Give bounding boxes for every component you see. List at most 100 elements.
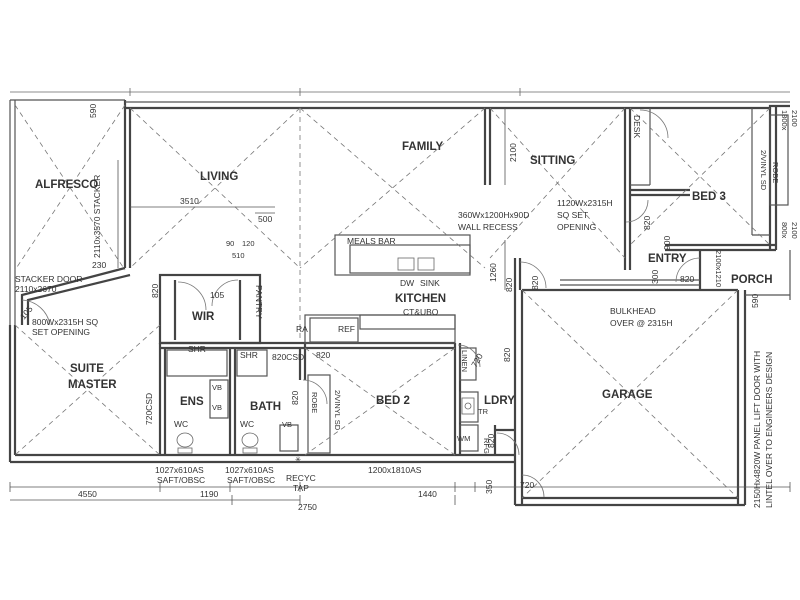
dim-820-kitchen-1: 820 (504, 278, 514, 292)
dim-820-bath: 820 (290, 391, 300, 405)
label-ref: REF (338, 324, 355, 334)
label-shower-ens: SHR (188, 344, 206, 354)
note-sq-opening-3: OPENING (557, 222, 596, 232)
dim-820-bed3: 820 (642, 216, 652, 230)
note-window-bed2: 1200x1810AS (368, 465, 422, 475)
room-suite: SUITE (70, 363, 104, 375)
dim-820-entry: 820 (530, 276, 540, 290)
note-window-bath-2: SAFT/OBSC (227, 475, 275, 485)
dim-500: 500 (258, 214, 272, 224)
dim-2100: 2100 (508, 143, 518, 162)
label-robe-bed3: ROBE (771, 162, 780, 183)
room-diagonals (14, 104, 771, 499)
label-vanity-1: VB (212, 383, 222, 392)
note-top-right-2: 2100 (790, 110, 799, 127)
dim-720-ldry: 720 (469, 351, 485, 369)
dim-3510: 3510 (180, 196, 199, 206)
label-wm: WM (457, 434, 470, 443)
dimension-labels: 590 2100 3510 500 230 105 105 820 90 120… (18, 104, 760, 512)
note-820csd: 820CSD (272, 352, 304, 362)
room-master: MASTER (68, 379, 117, 391)
note-wall-right-1: 800x (780, 222, 789, 239)
svg-text:✳: ✳ (295, 455, 302, 464)
note-top-right-1: 1800x (780, 110, 789, 131)
label-linen: LINEN (460, 350, 469, 372)
room-sitting: SITTING (530, 155, 575, 167)
room-porch: PORCH (731, 274, 773, 286)
label-wc-ens: WC (174, 419, 188, 429)
note-garage-door-1: 2150Hx4820W PANEL LIFT DOOR WITH (752, 351, 762, 508)
dim-350: 350 (484, 480, 494, 494)
note-sq-opening-2: SQ SET (557, 210, 588, 220)
plan-notes: 2110x3570 STACKER STACKER DOOR 2110x2670… (15, 110, 799, 508)
room-wir: WIR (192, 311, 215, 323)
room-family: FAMILY (402, 141, 443, 153)
room-kitchen: KITCHEN (395, 293, 446, 305)
dim-90: 90 (226, 239, 234, 248)
note-window-ens-1: 1027x610AS (155, 465, 204, 475)
note-sq-opening-1: 1120Wx2315H (557, 198, 613, 208)
dim-510: 510 (232, 251, 245, 260)
dim-820-bed2: 820 (486, 434, 496, 448)
label-tr: TR (478, 407, 489, 416)
dim-105b: 105 (210, 290, 224, 300)
room-bed3: BED 3 (692, 191, 726, 203)
label-ra: RA (296, 324, 308, 334)
dim-720-garage: 720 (520, 480, 534, 490)
dim-590: 590 (88, 104, 98, 118)
note-recyc-2: TAP (293, 483, 309, 493)
room-ens: ENS (180, 396, 204, 408)
room-pantry: PANTRY (254, 285, 264, 319)
note-recyc-1: RECYC (286, 473, 316, 483)
dim-1440: 1440 (418, 489, 437, 499)
note-stacker-door: STACKER DOOR (15, 274, 82, 284)
dimension-lines: ✳ (9, 108, 791, 505)
note-wall-right-2: 2100 (790, 222, 799, 239)
label-vanity-2: VB (212, 403, 222, 412)
room-entry: ENTRY (648, 253, 687, 265)
room-ldry: LDRY (484, 395, 515, 407)
room-bed2: BED 2 (376, 395, 410, 407)
label-vanity-3: VB (282, 420, 292, 429)
note-stacker-door-size: 2110x2670 (15, 284, 57, 294)
room-bath: BATH (250, 401, 281, 413)
note-window-bath-1: 1027x610AS (225, 465, 274, 475)
room-garage: GARAGE (602, 389, 653, 401)
dim-590-porch: 590 (750, 294, 760, 308)
label-rfg: RFG (482, 438, 491, 454)
room-living: LIVING (200, 171, 238, 183)
note-bulkhead-2: OVER @ 2315H (610, 318, 673, 328)
label-wc-bath: WC (240, 419, 254, 429)
dim-1190: 1190 (200, 489, 219, 499)
label-vinyl-bed3: 2/VINYL SD (759, 150, 768, 191)
label-meals-bar: MEALS BAR (347, 236, 396, 246)
room-labels: ALFRESCO LIVING FAMILY SITTING BED 3 ENT… (35, 115, 773, 413)
note-wall-recess-2: WALL RECESS (458, 222, 518, 232)
dim-2750: 2750 (298, 502, 317, 512)
label-shower-bath: SHR (240, 350, 258, 360)
note-720csd: 720CSD (144, 393, 154, 425)
note-garage-door-2: LINTEL OVER TO ENGINEERS DESIGN (764, 352, 774, 508)
dim-900: 900 (662, 236, 672, 250)
dim-820-ldry: 820 (502, 348, 512, 362)
note-set-opening-1: 800Wx2315H SQ (32, 317, 99, 327)
dim-820-kitchen-2: 820 (316, 350, 330, 360)
label-robe-bed2: ROBE (310, 392, 319, 413)
dim-820-wir: 820 (150, 284, 160, 298)
internal-walls (158, 108, 789, 455)
dim-820-entry-2: 820 (680, 274, 694, 284)
dim-120: 120 (242, 239, 255, 248)
dim-300: 300 (650, 270, 660, 284)
dim-4550: 4550 (78, 489, 97, 499)
fixture-labels: MEALS BAR DW SINK CT&UBO REF RA SHR SHR … (174, 150, 780, 454)
note-window-ens-2: SAFT/OBSC (157, 475, 205, 485)
note-set-opening-2: SET OPENING (32, 327, 90, 337)
note-wall-recess-1: 360Wx1200Hx90D (458, 210, 529, 220)
note-stacker-vertical: 2110x3570 STACKER (92, 175, 102, 258)
top-dimension-strip (10, 88, 790, 96)
label-dw: DW (400, 278, 414, 288)
dim-1260: 1260 (488, 263, 498, 282)
dim-230: 230 (92, 260, 106, 270)
label-ct-ubo: CT&UBO (403, 307, 439, 317)
